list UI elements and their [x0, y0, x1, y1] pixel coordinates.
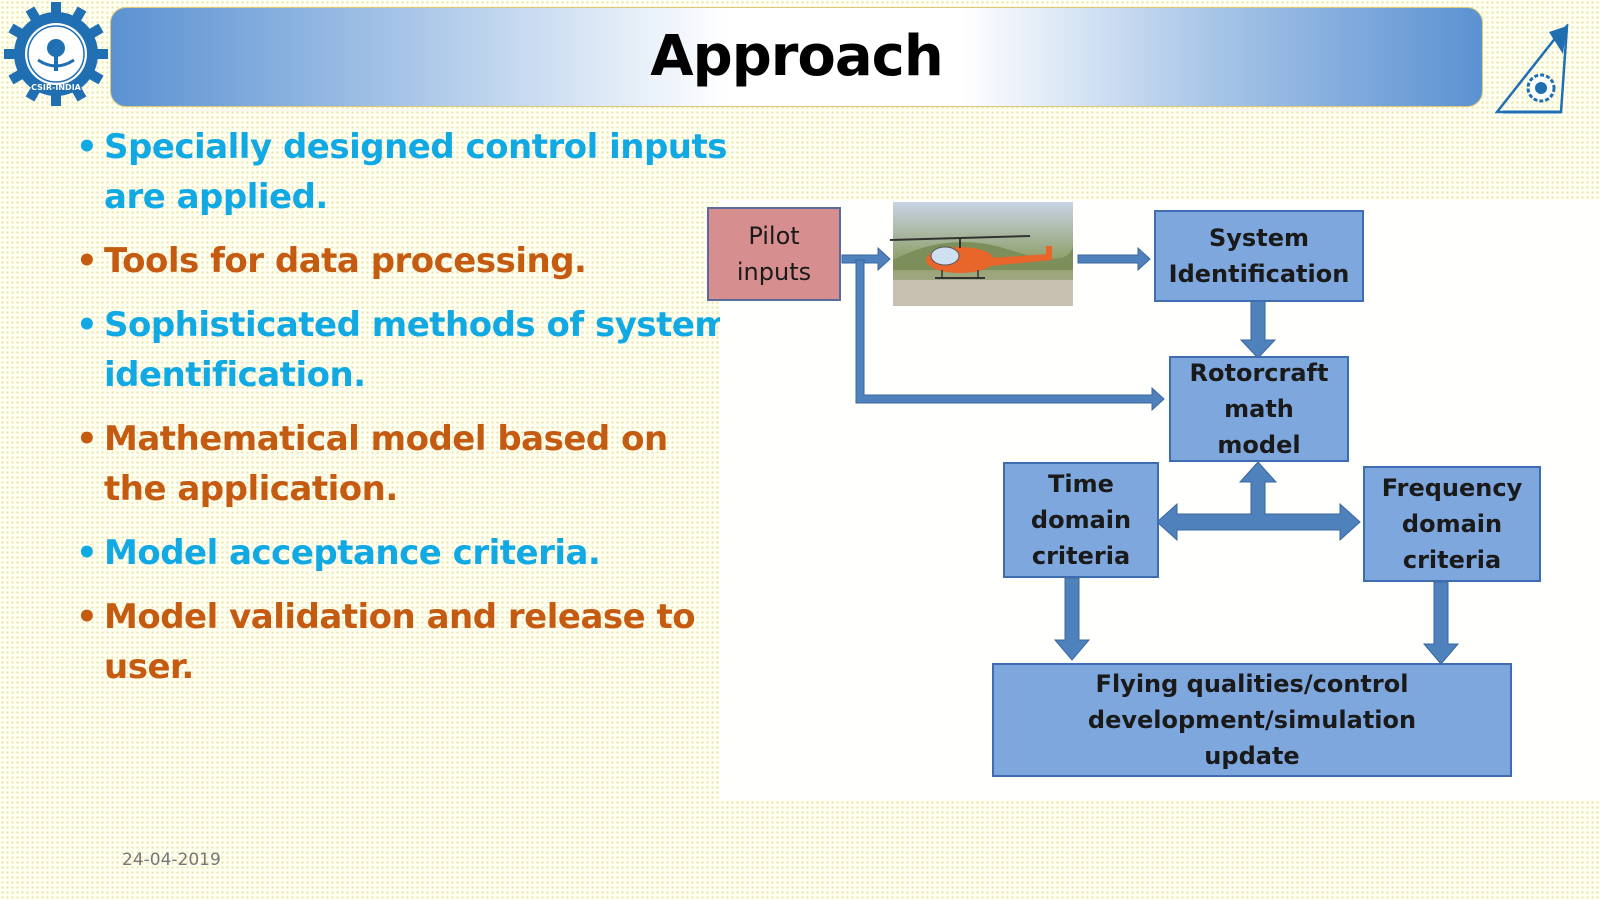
bullet-item: • Model acceptance criteria.	[76, 528, 736, 578]
frequency-domain-criteria-box: Frequency domain criteria	[1363, 466, 1541, 582]
bullet-dot: •	[76, 597, 98, 637]
bullet-list: • Specially designed control inputs are …	[76, 122, 736, 706]
bullet-text: Model validation and release to user.	[104, 597, 696, 687]
arrow-pilot-to-model	[855, 259, 1165, 412]
bullet-dot: •	[76, 241, 98, 281]
bullet-item: • Mathematical model based on the applic…	[76, 414, 736, 514]
title-banner: Approach	[110, 7, 1483, 107]
system-identification-label: System Identification	[1168, 224, 1350, 288]
arrow-pilot-to-helicopter	[841, 246, 891, 272]
bullet-dot: •	[76, 127, 98, 167]
bullet-item: • Sophisticated methods of system identi…	[76, 300, 736, 400]
csir-logo-icon: CSIR-INDIA	[4, 2, 108, 106]
nal-logo-icon	[1495, 24, 1569, 114]
helicopter-photo	[889, 202, 1073, 306]
approach-diagram: Pilot inputs System Identification Rotor…	[707, 200, 1600, 800]
rotorcraft-math-model-label: Rotorcraft math model	[1189, 359, 1329, 459]
arrow-model-time-frequency	[1156, 461, 1361, 542]
bullet-item: • Tools for data processing.	[76, 236, 736, 286]
bullet-text: Specially designed control inputs are ap…	[104, 127, 728, 217]
pilot-inputs-label: Pilot inputs	[736, 222, 812, 286]
arrow-sysid-to-model	[1239, 299, 1277, 359]
rotorcraft-math-model-box: Rotorcraft math model	[1169, 356, 1349, 462]
page-title: Approach	[650, 24, 943, 89]
bullet-text: Sophisticated methods of system identifi…	[104, 305, 730, 395]
bullet-text: Tools for data processing.	[104, 241, 587, 281]
system-identification-box: System Identification	[1154, 210, 1364, 302]
bullet-dot: •	[76, 533, 98, 573]
time-domain-criteria-label: Time domain criteria	[1030, 470, 1132, 570]
bullet-dot: •	[76, 305, 98, 345]
bullet-dot: •	[76, 419, 98, 459]
bullet-text: Model acceptance criteria.	[104, 533, 601, 573]
bullet-item: • Specially designed control inputs are …	[76, 122, 736, 222]
bullet-item: • Model validation and release to user.	[76, 592, 736, 692]
csir-logo-text: CSIR-INDIA	[31, 83, 82, 92]
arrow-helicopter-to-sysid	[1077, 246, 1151, 272]
time-domain-criteria-box: Time domain criteria	[1003, 462, 1159, 578]
arrow-time-to-flying	[1053, 577, 1091, 661]
footer-date: 24-04-2019	[122, 850, 221, 870]
flying-qualities-label: Flying qualities/control development/sim…	[1087, 670, 1417, 770]
pilot-inputs-box: Pilot inputs	[707, 207, 841, 301]
bullet-text: Mathematical model based on the applicat…	[104, 419, 668, 509]
flying-qualities-box: Flying qualities/control development/sim…	[992, 663, 1512, 777]
arrow-frequency-to-flying	[1422, 581, 1460, 665]
diagram-arrows	[841, 202, 1460, 665]
frequency-domain-criteria-label: Frequency domain criteria	[1381, 474, 1523, 574]
